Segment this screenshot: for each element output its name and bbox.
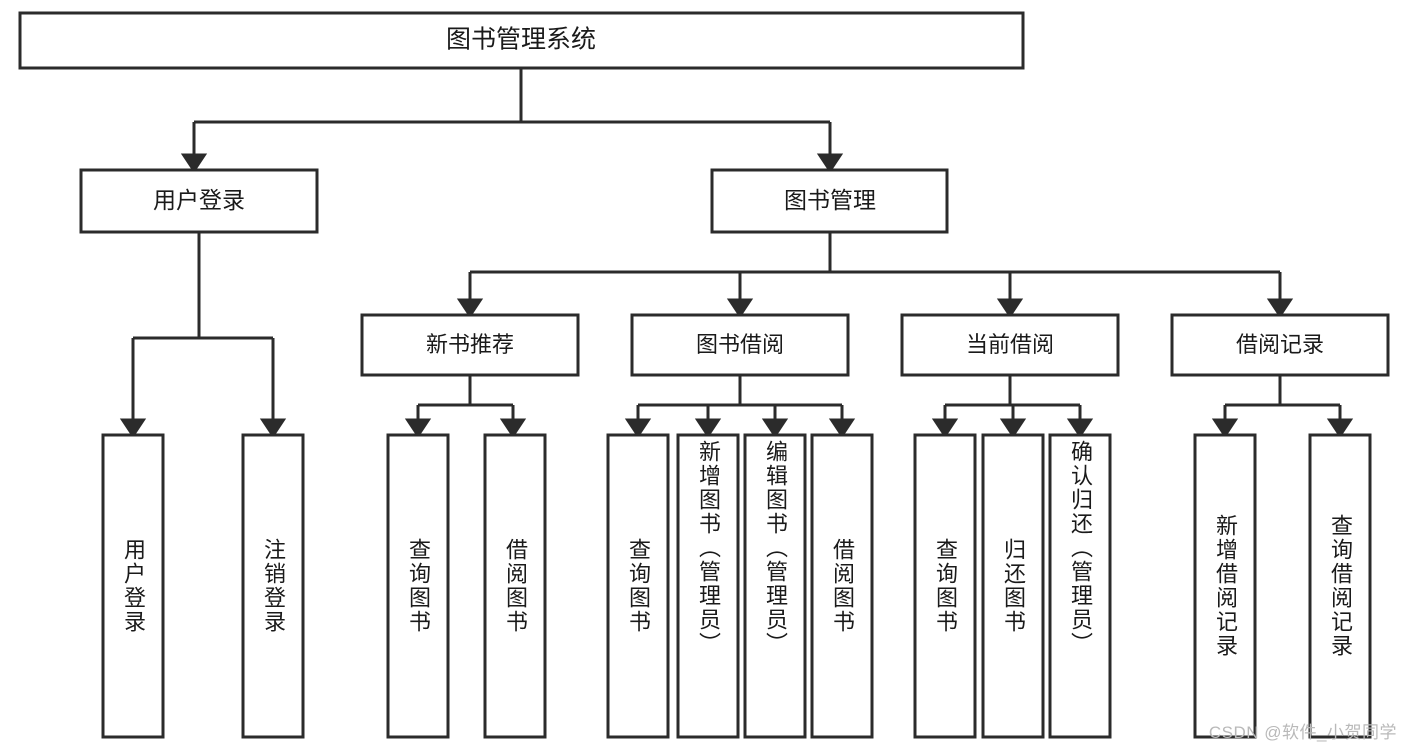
leaf-box[interactable]: [743, 433, 807, 739]
leaf-label-book-borrow-2-wrap: 编辑图书（管理员）: [745, 440, 805, 732]
leaf-current-borrow-1[interactable]: [981, 433, 1045, 739]
leaf-box[interactable]: [913, 433, 977, 739]
node-current-borrow[interactable]: 当前借阅: [900, 313, 1120, 377]
leaf-label-borrow-record-1-wrap: 查询借阅记录: [1310, 435, 1370, 737]
leaf-label-current-borrow-1: 归还图书: [1001, 538, 1026, 634]
leaf-label-user-login-0: 用户登录: [121, 538, 146, 634]
leaf-label-book-borrow-1: 新增图书（管理员）: [696, 440, 721, 656]
leaf-label-book-borrow-3-wrap: 借阅图书: [812, 435, 872, 737]
node-book-borrow[interactable]: 图书借阅: [630, 313, 850, 377]
leaf-box[interactable]: [101, 433, 165, 739]
borrow-record-box[interactable]: [1170, 313, 1390, 377]
leaf-new-book-1[interactable]: [483, 433, 547, 739]
leaf-box[interactable]: [483, 433, 547, 739]
leaf-box[interactable]: [1308, 433, 1372, 739]
root-box[interactable]: [18, 11, 1025, 70]
leaf-label-current-borrow-1-wrap: 归还图书: [983, 435, 1043, 737]
leaf-label-user-login-0-wrap: 用户登录: [103, 435, 163, 737]
leaf-label-book-borrow-3: 借阅图书: [830, 538, 855, 634]
borrow-record-label: 借阅记录: [1236, 332, 1324, 357]
user-login-label: 用户登录: [153, 187, 245, 213]
leaf-box[interactable]: [810, 433, 874, 739]
leaf-new-book-0[interactable]: [386, 433, 450, 739]
leaf-label-current-borrow-0: 查询图书: [933, 538, 958, 634]
leaf-book-borrow-2[interactable]: [743, 433, 807, 739]
user-login-box[interactable]: [79, 168, 319, 234]
leaf-label-borrow-record-1: 查询借阅记录: [1328, 514, 1353, 658]
leaf-book-borrow-3[interactable]: [810, 433, 874, 739]
csdn-watermark: CSDN @软件_小贺同学: [1208, 723, 1397, 742]
leaf-box[interactable]: [241, 433, 305, 739]
leaf-label-user-login-1-wrap: 注销登录: [243, 435, 303, 737]
leaf-box[interactable]: [981, 433, 1045, 739]
leaf-box[interactable]: [606, 433, 670, 739]
book-management-box[interactable]: [710, 168, 949, 234]
book-management-label: 图书管理: [784, 187, 876, 213]
new-book-recommend-box[interactable]: [360, 313, 580, 377]
leaf-current-borrow-0[interactable]: [913, 433, 977, 739]
node-book-management[interactable]: 图书管理: [710, 168, 949, 234]
leaf-label-new-book-0: 查询图书: [406, 538, 431, 634]
leaf-label-book-borrow-1-wrap: 新增图书（管理员）: [678, 440, 738, 732]
new-book-recommend-label: 新书推荐: [426, 332, 514, 357]
node-user-login[interactable]: 用户登录: [79, 168, 319, 234]
leaf-label-new-book-1: 借阅图书: [503, 538, 528, 634]
leaf-book-borrow-0[interactable]: [606, 433, 670, 739]
leaf-label-book-borrow-0: 查询图书: [626, 538, 651, 634]
node-new-book-recommend[interactable]: 新书推荐: [360, 313, 580, 377]
leaf-label-new-book-1-wrap: 借阅图书: [485, 435, 545, 737]
leaf-label-new-book-0-wrap: 查询图书: [388, 435, 448, 737]
leaf-label-user-login-1: 注销登录: [261, 538, 286, 634]
leaf-user-login-0[interactable]: [101, 433, 165, 739]
leaf-box[interactable]: [1193, 433, 1257, 739]
leaf-label-current-borrow-2-wrap: 确认归还（管理员）: [1050, 440, 1110, 732]
leaf-label-current-borrow-0-wrap: 查询图书: [915, 435, 975, 737]
leaf-borrow-record-0[interactable]: [1193, 433, 1257, 739]
leaf-label-borrow-record-0-wrap: 新增借阅记录: [1195, 435, 1255, 737]
current-borrow-label: 当前借阅: [966, 332, 1054, 357]
leaf-borrow-record-1[interactable]: [1308, 433, 1372, 739]
book-borrow-box[interactable]: [630, 313, 850, 377]
leaf-book-borrow-1[interactable]: [676, 433, 740, 739]
leaf-label-current-borrow-2: 确认归还（管理员）: [1068, 440, 1093, 656]
connector-layer: [119, 68, 1354, 439]
leaf-box[interactable]: [386, 433, 450, 739]
leaf-label-book-borrow-0-wrap: 查询图书: [608, 435, 668, 737]
leaf-label-borrow-record-0: 新增借阅记录: [1213, 514, 1238, 658]
current-borrow-box[interactable]: [900, 313, 1120, 377]
node-borrow-record[interactable]: 借阅记录: [1170, 313, 1390, 377]
root-label: 图书管理系统: [446, 26, 596, 54]
node-root[interactable]: 图书管理系统: [18, 11, 1025, 70]
leaf-box[interactable]: [1048, 433, 1112, 739]
leaf-user-login-1[interactable]: [241, 433, 305, 739]
leaf-current-borrow-2[interactable]: [1048, 433, 1112, 739]
leaf-box[interactable]: [676, 433, 740, 739]
book-borrow-label: 图书借阅: [696, 332, 784, 357]
leaf-label-book-borrow-2: 编辑图书（管理员）: [763, 440, 788, 656]
